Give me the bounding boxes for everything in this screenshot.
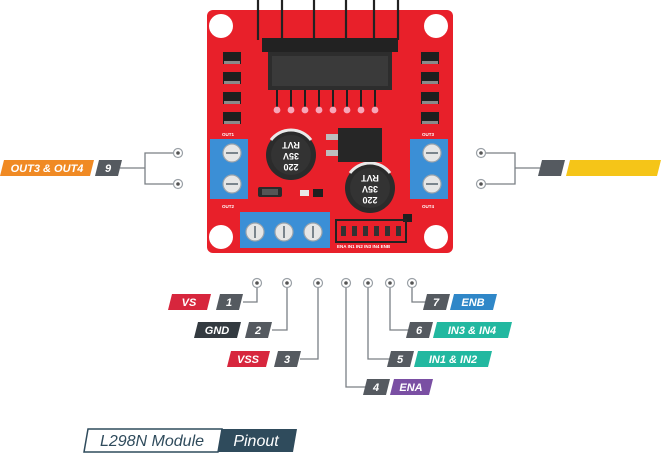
pin-3-label: VSS bbox=[237, 354, 260, 366]
silk-out2: OUT2 bbox=[222, 204, 234, 209]
pin-4-callout: 4 ENA bbox=[363, 379, 433, 395]
pin-1-callout: VS 1 bbox=[168, 294, 243, 310]
pin-8-callout: OUT3 & OUT4 9 bbox=[0, 160, 122, 176]
heatsink-tab bbox=[262, 38, 398, 52]
pin-7-label: ENB bbox=[461, 297, 484, 309]
pin-7-callout: 7 ENB bbox=[423, 294, 497, 310]
pin-2-label: GND bbox=[205, 325, 230, 337]
pin-6-callout: 6 IN3 & IN4 bbox=[406, 322, 512, 338]
control-header: ENA IN1 IN2 IN3 IN4 ENB bbox=[335, 219, 407, 249]
svg-text:35V: 35V bbox=[362, 184, 378, 194]
svg-text:RVT: RVT bbox=[282, 140, 300, 150]
pin-4-number: 4 bbox=[372, 382, 379, 394]
out34-tag bbox=[566, 160, 661, 176]
pin-9-callout bbox=[538, 160, 661, 176]
output-terminal-left bbox=[210, 139, 248, 199]
svg-text:220: 220 bbox=[362, 195, 377, 205]
silk-out4: OUT4 bbox=[422, 204, 434, 209]
pin-8-number: 9 bbox=[105, 163, 112, 175]
mounting-hole-icon bbox=[209, 14, 233, 38]
title-part-2: Pinout bbox=[233, 433, 279, 450]
pin-4-label: ENA bbox=[399, 382, 422, 394]
svg-text:RVT: RVT bbox=[361, 173, 379, 183]
title-part-1: L298N Module bbox=[100, 433, 204, 450]
voltage-regulator bbox=[326, 128, 382, 162]
mounting-hole-icon bbox=[424, 225, 448, 249]
pin-8-badge bbox=[95, 160, 122, 176]
l298n-board: OUT1 OUT3 OUT2 OUT4 220 35V RVT bbox=[207, 0, 453, 253]
pin-2-callout: GND 2 bbox=[194, 322, 272, 338]
pin-7-number: 7 bbox=[433, 297, 440, 309]
mounting-hole-icon bbox=[209, 225, 233, 249]
silk-out1: OUT1 bbox=[222, 132, 234, 137]
power-terminal bbox=[240, 212, 330, 248]
pin-5-number: 5 bbox=[397, 354, 404, 366]
svg-text:220: 220 bbox=[283, 162, 298, 172]
chip-pins bbox=[276, 90, 376, 108]
pin-5-label: IN1 & IN2 bbox=[429, 354, 477, 366]
pin-6-number: 6 bbox=[416, 325, 423, 337]
pin-3-callout: VSS 3 bbox=[227, 351, 301, 367]
mounting-hole-icon bbox=[424, 14, 448, 38]
capacitor-2: 220 35V RVT bbox=[345, 161, 395, 213]
pin-9-badge bbox=[538, 160, 565, 176]
pin-8-label: OUT3 & OUT4 bbox=[11, 163, 84, 175]
svg-text:35V: 35V bbox=[283, 151, 299, 161]
pin-3-number: 3 bbox=[284, 354, 290, 366]
chip-legs bbox=[256, 0, 400, 40]
output-terminal-right bbox=[410, 139, 448, 199]
diagram-title: L298N Module Pinout bbox=[83, 428, 297, 453]
pin-1-number: 1 bbox=[226, 297, 232, 309]
silk-out3: OUT3 bbox=[422, 132, 434, 137]
silk-header: ENA IN1 IN2 IN3 IN4 ENB bbox=[337, 244, 391, 249]
capacitor-1: 220 35V RVT bbox=[266, 128, 316, 180]
leader-lines bbox=[120, 152, 540, 388]
pin-2-number: 2 bbox=[254, 325, 261, 337]
pin-6-label: IN3 & IN4 bbox=[448, 325, 496, 337]
pin-1-label: VS bbox=[182, 297, 197, 309]
out12-tag bbox=[0, 160, 94, 176]
pin-5-callout: 5 IN1 & IN2 bbox=[387, 351, 492, 367]
